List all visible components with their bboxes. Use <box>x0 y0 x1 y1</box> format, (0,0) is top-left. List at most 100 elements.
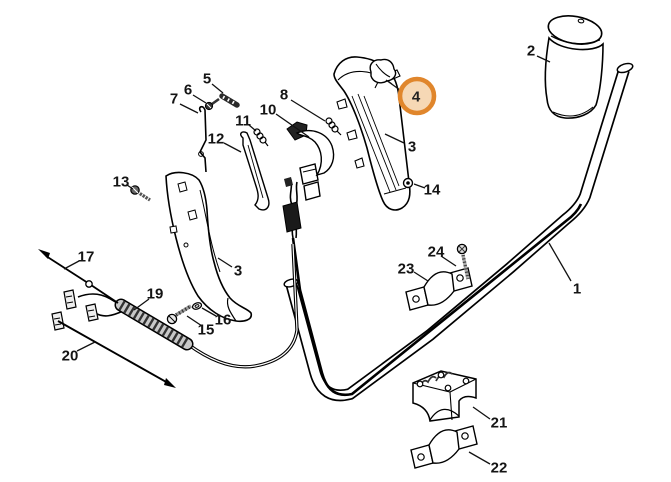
part-label-21[interactable]: 21 <box>490 414 508 432</box>
leader-lines <box>63 55 572 465</box>
tube-outline <box>285 68 630 402</box>
bolt-threads <box>175 304 192 317</box>
lever-blade <box>240 131 270 211</box>
part-label-2[interactable]: 2 <box>526 42 536 60</box>
clip-1-detail <box>65 295 74 304</box>
bracket-23-hole-2 <box>456 274 464 282</box>
part-label-13[interactable]: 13 <box>112 173 130 191</box>
lever-rib <box>247 144 264 199</box>
leader-line-part-13 <box>126 184 134 190</box>
block-hole-3 <box>462 377 470 385</box>
part-7-rod-drawing <box>198 105 207 173</box>
left-handle-rib <box>199 189 221 273</box>
cable-17-tip <box>38 249 50 259</box>
leader-line-part-16 <box>201 307 217 317</box>
housing-shell <box>333 56 411 211</box>
cable-17-fitting <box>85 280 93 288</box>
part-6-screw-drawing <box>204 97 220 111</box>
rod-7-line <box>198 105 207 173</box>
part-3-left-handle-drawing <box>165 171 253 323</box>
bracket-23-saddle <box>423 271 455 306</box>
part-10-trigger-drawing <box>286 121 335 177</box>
part-19-coil-drawing <box>77 293 194 351</box>
rod-20-line <box>57 320 169 384</box>
washer-inner <box>194 304 200 308</box>
bracket-22-saddle <box>428 429 460 464</box>
trigger-blade <box>295 129 335 177</box>
screw-6-slot <box>206 103 212 109</box>
left-handle-slot-2 <box>187 209 198 221</box>
part-label-15[interactable]: 15 <box>197 321 215 339</box>
part-label-1[interactable]: 1 <box>572 280 582 298</box>
cable-17-line <box>45 255 119 304</box>
part-4-knob-drawing <box>369 58 397 89</box>
grip-cap-hole <box>577 18 585 24</box>
clip-2 <box>85 303 99 322</box>
rod-20-tip <box>164 378 176 388</box>
part-label-22[interactable]: 22 <box>490 459 508 477</box>
leader-line-part-7 <box>179 103 199 114</box>
grip-cap-line <box>550 35 601 45</box>
leader-line-part-10 <box>275 113 310 138</box>
part-1-tube-drawing <box>283 62 634 402</box>
knob-detail <box>374 63 391 89</box>
leader-line-part-3-left <box>217 257 233 268</box>
leader-line-part-21 <box>472 406 491 420</box>
wire-connector-1 <box>299 163 319 185</box>
part-14-nut-drawing <box>402 177 414 189</box>
leader-line-part-22 <box>468 451 491 465</box>
part-label-5[interactable]: 5 <box>202 70 212 88</box>
part-label-20[interactable]: 20 <box>61 347 79 365</box>
part-label-16[interactable]: 16 <box>214 311 232 329</box>
part-label-7[interactable]: 7 <box>169 90 179 108</box>
leader-line-part-15 <box>186 315 203 327</box>
screw-6-shank <box>211 97 220 106</box>
block-hole-4 <box>444 384 452 392</box>
part-label-8[interactable]: 8 <box>279 86 289 104</box>
part-21-clamp-block-drawing <box>412 370 477 422</box>
bracket-23-hole-1 <box>412 295 420 303</box>
left-handle-endcap <box>226 297 237 322</box>
knob-body <box>369 58 397 84</box>
left-handle-hole <box>183 242 189 248</box>
housing-tab-3 <box>354 157 365 169</box>
cable-loop-core <box>188 243 298 368</box>
part-label-14[interactable]: 14 <box>423 181 441 199</box>
part-label-3-left[interactable]: 3 <box>233 262 243 280</box>
part-label-6[interactable]: 6 <box>183 81 193 99</box>
part-label-19[interactable]: 19 <box>146 285 164 303</box>
part-label-23[interactable]: 23 <box>397 260 415 278</box>
washer-outer <box>191 302 203 310</box>
part-label-3-right[interactable]: 3 <box>407 138 417 156</box>
bolt-head-edge <box>168 315 176 323</box>
part-11-spring-drawing <box>253 128 269 147</box>
clip-1 <box>63 289 77 310</box>
cable-along-tube <box>291 203 583 397</box>
part-20-rod-drawing <box>57 320 176 388</box>
throttle-cable-drawing <box>188 163 583 397</box>
part-label-24[interactable]: 24 <box>427 243 445 261</box>
part-label-12[interactable]: 12 <box>207 130 225 148</box>
part-2-grip-drawing <box>544 15 604 119</box>
leader-line-part-23 <box>413 271 429 282</box>
part-label-11[interactable]: 11 <box>235 112 251 130</box>
grip-bottom-line <box>552 106 594 117</box>
part-22-bracket-drawing <box>410 425 478 469</box>
screw-24-threads <box>461 254 470 280</box>
block-silhouette <box>412 370 477 422</box>
pin-stripes <box>222 95 237 106</box>
leader-line-part-1 <box>548 242 572 282</box>
bracket-22-hole-1 <box>417 453 425 461</box>
part-label-4-selected[interactable]: 4 <box>411 88 421 106</box>
part-label-17[interactable]: 17 <box>77 248 95 266</box>
left-handle-tab <box>169 225 178 234</box>
screw-13-slot <box>131 186 139 194</box>
part-label-10[interactable]: 10 <box>259 101 277 119</box>
part-23-bracket-drawing <box>405 267 473 311</box>
part-12-lever-drawing <box>240 131 270 211</box>
part-3-right-housing-drawing <box>333 56 411 211</box>
rod-7-spring <box>198 151 204 157</box>
leader-line-part-24 <box>440 255 457 267</box>
